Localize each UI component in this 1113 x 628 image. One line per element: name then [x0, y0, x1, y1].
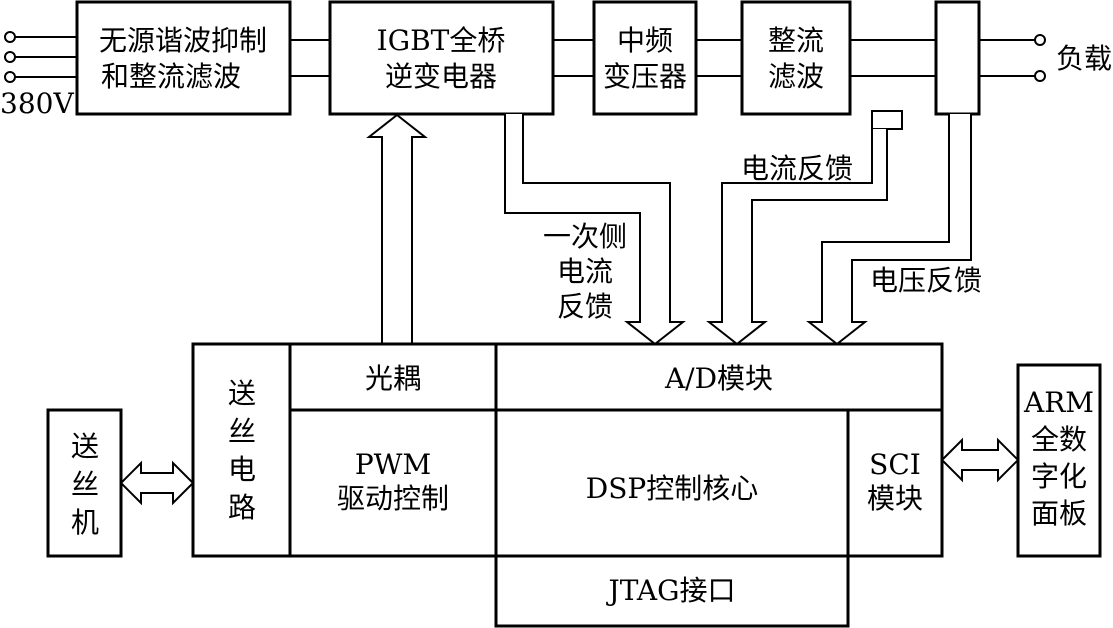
sci-arm-bidirectional-arrow [940, 437, 1020, 483]
filter-block-line2: 和整流滤波 [101, 60, 241, 93]
xfmr-block-line1: 中频 [617, 24, 673, 57]
wire-feed-circuit-char3: 电 [228, 453, 256, 486]
ad-module-label: A/D模块 [664, 362, 773, 395]
wire-feed-circuit-char1: 送 [228, 377, 256, 410]
pwm-label-line2: 驱动控制 [337, 482, 449, 515]
wire-feeder-block: 送 丝 机 [46, 408, 123, 558]
xfmr-block-line2: 变压器 [603, 60, 687, 93]
current-sensor [871, 110, 903, 130]
wire-feed-circuit-char2: 丝 [228, 415, 256, 448]
wire-feed-circuit-char4: 路 [228, 491, 256, 524]
load-terminal-bottom [1034, 70, 1046, 82]
load-terminal-top [1034, 34, 1046, 46]
input-voltage-label: 380V [0, 87, 74, 120]
wire-feeder-char2: 丝 [71, 468, 99, 501]
jtag-label: JTAG接口 [606, 574, 736, 607]
rectifier-block: 整流 滤波 [740, 0, 852, 116]
load-label: 负载 [1056, 42, 1112, 75]
voltage-feedback-label: 电压反馈 [870, 264, 982, 297]
primary-feedback-line3: 反馈 [557, 290, 613, 323]
rect-block-line2: 滤波 [768, 60, 824, 93]
arm-panel-line4: 面板 [1031, 497, 1087, 530]
primary-feedback-line1: 一次侧 [543, 220, 627, 253]
wire-feeder-char3: 机 [71, 506, 99, 539]
transformer-block: 中频 变压器 [592, 0, 698, 116]
dsp-core-label: DSP控制核心 [586, 472, 758, 505]
filter-block: 无源谐波抑制 和整流滤波 [75, 0, 292, 116]
jtag-block: JTAG接口 [494, 554, 850, 628]
sci-label-line2: 模块 [867, 482, 923, 515]
input-terminal-c [4, 71, 16, 83]
current-feedback-label: 电流反馈 [741, 152, 853, 185]
input-terminal-b [4, 51, 16, 63]
primary-feedback-line2: 电流 [557, 255, 613, 288]
rect-block-line1: 整流 [768, 24, 824, 57]
arm-panel-line3: 字化 [1031, 460, 1087, 493]
input-terminal-a [4, 31, 16, 43]
igbt-block-line2: 逆变电器 [385, 60, 497, 93]
output-voltage-sensor [934, 0, 981, 116]
pwm-label-line1: PWM [355, 448, 431, 481]
input-terminals [4, 31, 77, 83]
arm-panel-block: ARM 全数 字化 面板 [1016, 363, 1102, 558]
igbt-block-line1: IGBT全桥 [377, 24, 506, 57]
sci-label-line1: SCI [869, 448, 921, 481]
optocoupler-label: 光耦 [365, 362, 421, 395]
wire-feeder-bidirectional-arrow [119, 460, 195, 506]
voltage-feedback-arrow [806, 114, 972, 346]
arm-panel-line2: 全数 [1031, 423, 1087, 456]
control-board [191, 342, 944, 558]
drive-signal-arrow [366, 113, 428, 344]
filter-block-line1: 无源谐波抑制 [99, 24, 267, 57]
arm-panel-line1: ARM [1023, 386, 1094, 419]
wire-feeder-char1: 送 [71, 430, 99, 463]
igbt-inverter-block: IGBT全桥 逆变电器 [328, 0, 555, 116]
